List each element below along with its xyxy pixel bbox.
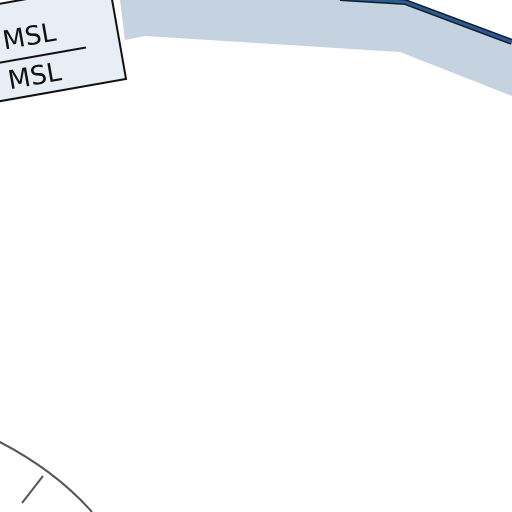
airspace-boundary-line <box>348 0 512 44</box>
altitude-divider-line <box>0 46 87 67</box>
airspace-shaded-band <box>120 0 512 96</box>
altitude-label-box <box>0 0 128 114</box>
range-ring-arc <box>0 440 93 512</box>
range-ring-tick <box>21 475 44 504</box>
